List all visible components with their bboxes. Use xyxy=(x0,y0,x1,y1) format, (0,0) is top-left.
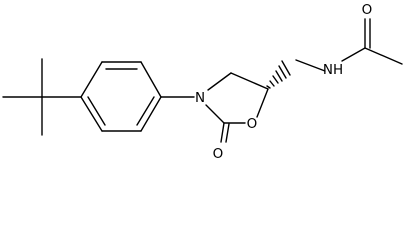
acetyl-group xyxy=(341,18,403,65)
bond-c5-o1 xyxy=(256,88,269,118)
bond-ar-6 xyxy=(80,96,103,132)
bond-carbonyl-2 xyxy=(225,123,230,143)
tert-butyl-group xyxy=(2,58,82,136)
oxazolidinone-ring xyxy=(205,72,269,143)
bond-carbonyl-1 xyxy=(220,122,225,143)
atom-label-ring-oxygen: O xyxy=(247,116,258,132)
bond-ar-3 xyxy=(140,61,162,98)
atom-label-ring-nitrogen: N xyxy=(195,90,205,106)
hashed-stereo-bond xyxy=(266,60,291,89)
bond-c4-c5 xyxy=(230,72,269,90)
bond-ar-double-2 xyxy=(87,96,106,126)
bond-ar-4 xyxy=(140,96,162,132)
bond-acetyl-methyl xyxy=(364,47,403,65)
bond-n-c4 xyxy=(207,72,232,91)
benzene-ring xyxy=(80,61,162,132)
bond-c2-n xyxy=(205,104,225,124)
bond-nh-to-carbonyl xyxy=(341,47,366,62)
bond-ar-double-3 xyxy=(136,96,155,126)
atom-label-amide-nitrogen: NH xyxy=(323,62,343,78)
molecule-diagram: N O O NH O xyxy=(2,2,403,162)
atom-label-carbonyl-oxygen: O xyxy=(213,146,224,162)
bond-ar-1 xyxy=(80,61,103,98)
bond-ch2-to-nh xyxy=(295,59,326,72)
atom-label-acetyl-oxygen: O xyxy=(362,2,373,18)
